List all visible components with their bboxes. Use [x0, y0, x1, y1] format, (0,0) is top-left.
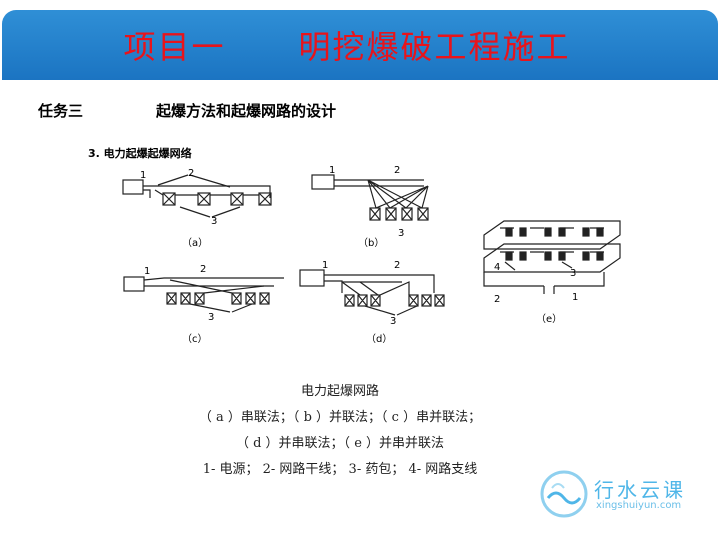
figure-caption-title: 电力起爆网路	[300, 384, 379, 399]
label-a-1: 1	[140, 170, 146, 181]
task-line: 任务三 起爆方法和起爆网路的设计	[38, 100, 336, 121]
logo-url: xingshuiyun.com	[596, 500, 682, 511]
slide-title: 项目一 明挖爆破工程施工	[123, 28, 571, 66]
header-bar: 项目一 明挖爆破工程施工	[2, 10, 718, 80]
label-e: （e）	[536, 313, 562, 325]
label-e-4: 4	[494, 262, 500, 273]
label-e-2: 2	[494, 294, 500, 305]
label-e-3: 3	[570, 268, 576, 279]
logo-name: 行水云课	[594, 478, 686, 502]
label-b-2: 2	[394, 165, 400, 176]
label-b-3: 3	[398, 228, 404, 239]
label-c-3: 3	[208, 312, 214, 323]
water-drop-icon	[540, 470, 588, 518]
label-b-1: 1	[329, 165, 335, 176]
diagram-e-parallel-series-parallel	[483, 220, 621, 294]
task-label: 任务三	[38, 102, 84, 120]
figure-caption-line-2: （ d ）并串联法；（ e ）并串并联法	[235, 436, 445, 451]
label-b: （b）	[358, 237, 384, 249]
label-c-1: 1	[144, 266, 150, 277]
diagram-a-series	[122, 174, 272, 218]
figure-caption-legend: 1- 电源； 2- 网路干线； 3- 药包； 4- 网路支线	[202, 462, 478, 477]
label-e-1: 1	[572, 292, 578, 303]
label-d: （d）	[366, 333, 392, 345]
label-a: （a）	[182, 237, 208, 249]
diagram-c-series-parallel	[123, 276, 284, 313]
section-title: 3. 电力起爆起爆网络	[88, 147, 192, 160]
diagram-b-parallel	[311, 174, 429, 221]
watermark-logo: 行水云课 xingshuiyun.com	[538, 466, 718, 526]
label-c: （c）	[182, 333, 208, 345]
label-d-1: 1	[322, 260, 328, 271]
task-title: 起爆方法和起爆网路的设计	[156, 102, 337, 120]
label-c-2: 2	[200, 264, 206, 275]
label-d-2: 2	[394, 260, 400, 271]
label-a-3: 3	[211, 216, 217, 227]
label-a-2: 2	[188, 168, 194, 179]
label-d-3: 3	[390, 316, 396, 327]
diagram-d-parallel-series	[299, 269, 445, 316]
figure-caption-line-1: （ a ）串联法；（ b ）并联法；（ c ）串并联法；	[198, 410, 482, 425]
